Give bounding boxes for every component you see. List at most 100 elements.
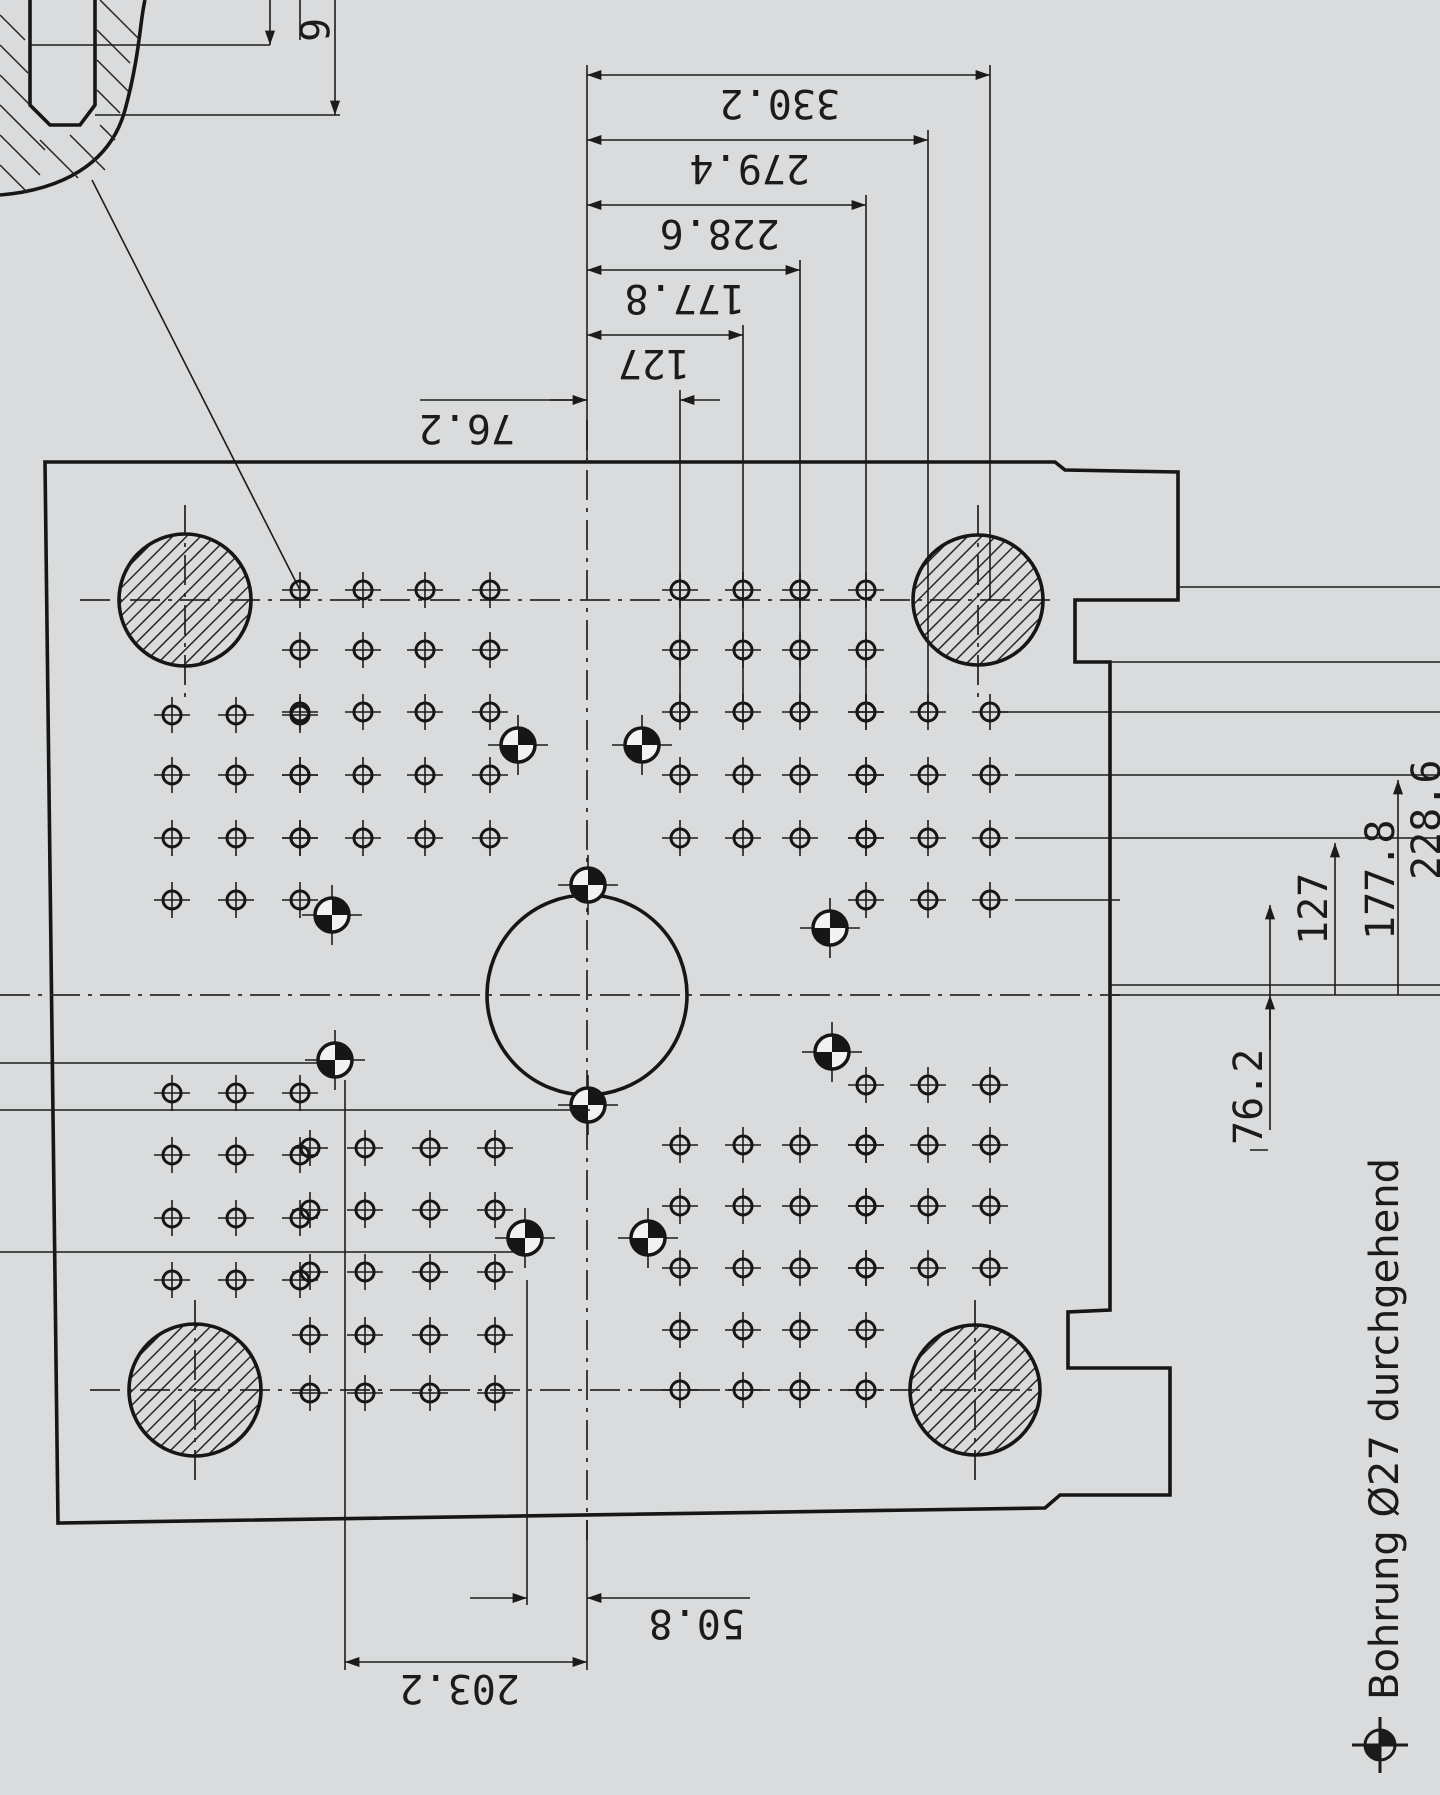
hole-marker — [972, 1127, 1008, 1163]
top-dimensions: 330.2 279.4 228.6 177.8 127 76.2 — [419, 65, 991, 720]
hole-marker — [662, 1250, 698, 1286]
dim-203-2: 203.2 — [400, 1665, 520, 1711]
dim-right-228-6: 228.6 — [1404, 760, 1440, 880]
hole-marker — [848, 1067, 884, 1103]
dim-127: 127 — [618, 340, 690, 386]
hole-marker — [154, 697, 190, 733]
hole-marker — [412, 1192, 448, 1228]
hole-marker — [972, 1250, 1008, 1286]
dim-right-177-8: 177.8 — [1358, 820, 1404, 940]
hole-marker — [972, 820, 1008, 856]
hole-marker — [848, 1372, 884, 1408]
hole-marker — [782, 1127, 818, 1163]
hole-marker — [782, 757, 818, 793]
legend-text: Bohrung Ø27 durchgehend — [1362, 1158, 1408, 1700]
hole-marker — [725, 1127, 761, 1163]
guide-pillar — [908, 1323, 1042, 1457]
hole-marker — [154, 757, 190, 793]
hole-marker — [662, 1372, 698, 1408]
hole-marker — [218, 697, 254, 733]
bolt-hole-symbol-icon — [1352, 1717, 1408, 1773]
hole-marker — [725, 1250, 761, 1286]
hole-marker — [477, 1130, 513, 1166]
hole-marker — [347, 1317, 383, 1353]
section-hatching — [0, 0, 141, 194]
hole-marker — [848, 757, 884, 793]
hole-marker — [725, 757, 761, 793]
bolt-hole — [495, 1208, 555, 1268]
hole-marker — [218, 1137, 254, 1173]
hole-marker — [407, 694, 443, 730]
hole-marker — [154, 1200, 190, 1236]
bolt-hole — [302, 885, 362, 945]
hole-marker — [347, 1192, 383, 1228]
hole-marker — [154, 1137, 190, 1173]
hole-marker — [407, 572, 443, 608]
hole-marker — [347, 1130, 383, 1166]
hole-marker — [472, 820, 508, 856]
bolt-hole — [612, 715, 672, 775]
hole-marker — [848, 1250, 884, 1286]
hole-marker — [910, 1250, 946, 1286]
hole-marker — [910, 1067, 946, 1103]
hole-marker — [725, 820, 761, 856]
hole-marker — [972, 757, 1008, 793]
hole-marker — [472, 694, 508, 730]
hole-marker — [782, 820, 818, 856]
hole-marker — [472, 632, 508, 668]
dim-228-6: 228.6 — [660, 210, 780, 256]
hole-marker — [154, 1262, 190, 1298]
hole-marker — [292, 1254, 328, 1290]
hole-marker — [282, 572, 318, 608]
bottom-dimensions: 50.8 203.2 — [344, 1080, 750, 1711]
bolt-holes — [302, 715, 862, 1268]
hole-marker — [412, 1254, 448, 1290]
hole-marker — [662, 1312, 698, 1348]
left-extension-lines — [0, 1062, 590, 1253]
hole-marker — [282, 694, 318, 730]
hole-marker — [910, 1188, 946, 1224]
hole-marker — [345, 572, 381, 608]
hole-marker — [292, 1375, 328, 1411]
hole-marker — [345, 694, 381, 730]
hole-marker — [910, 882, 946, 918]
hole-marker — [292, 1192, 328, 1228]
hole-marker — [407, 632, 443, 668]
hole-marker — [477, 1317, 513, 1353]
hole-marker — [725, 1188, 761, 1224]
bolt-hole — [488, 715, 548, 775]
hole-marker — [412, 1130, 448, 1166]
hole-marker — [972, 1188, 1008, 1224]
hole-marker — [154, 820, 190, 856]
bolt-hole — [305, 1030, 365, 1090]
right-dimensions: 228.6 177.8 127 76.2 — [1000, 586, 1440, 1151]
center-lines — [0, 420, 1120, 1540]
dimension-left-fragment: 6 — [290, 18, 336, 42]
hole-marker — [477, 1192, 513, 1228]
hole-marker — [407, 757, 443, 793]
hole-marker — [848, 1127, 884, 1163]
hole-marker — [725, 1312, 761, 1348]
hole-marker — [477, 1254, 513, 1290]
dim-330-2: 330.2 — [720, 80, 840, 126]
hole-marker — [218, 1075, 254, 1111]
hole-marker — [292, 1317, 328, 1353]
bolt-hole — [558, 1075, 618, 1135]
dim-50-8: 50.8 — [649, 1600, 745, 1646]
hole-marker — [282, 882, 318, 918]
hole-marker — [282, 1075, 318, 1111]
hole-marker — [345, 757, 381, 793]
hole-marker — [782, 1188, 818, 1224]
legend: Bohrung Ø27 durchgehend — [1352, 1158, 1408, 1773]
hole-marker — [218, 1262, 254, 1298]
hole-marker — [848, 820, 884, 856]
hole-marker — [412, 1375, 448, 1411]
hole-marker — [725, 1372, 761, 1408]
hole-marker — [848, 1188, 884, 1224]
hole-marker — [218, 757, 254, 793]
hole-marker — [154, 882, 190, 918]
hole-marker — [218, 882, 254, 918]
hole-marker — [218, 820, 254, 856]
